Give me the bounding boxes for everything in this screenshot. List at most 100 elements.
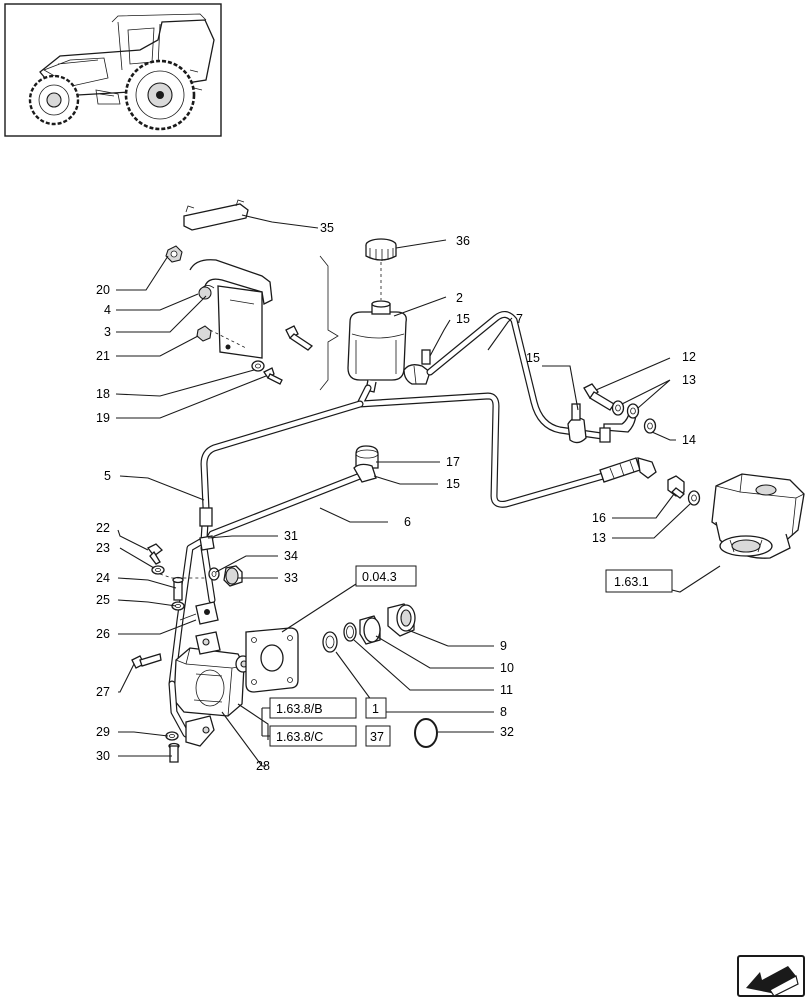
hose-clamp: [567, 403, 587, 444]
sealing-washer: [626, 403, 640, 419]
callout-labels: 35 36 2 15 7 15 12 13 14 17 15 6 16 13 2…: [96, 221, 696, 773]
callout-27: 27: [96, 685, 110, 699]
leader-lines: [115, 214, 721, 767]
callout-24: 24: [96, 571, 110, 585]
svg-text:1.63.8/B: 1.63.8/B: [276, 702, 323, 716]
nut-part: [196, 325, 212, 342]
hydraulic-pump: [173, 631, 251, 717]
elbow-fitting: [599, 409, 637, 443]
hose-end: [599, 457, 657, 483]
callout-32: 32: [500, 725, 514, 739]
callout-3: 3: [104, 325, 111, 339]
sealing-washer: [208, 567, 220, 581]
pressure-pipe: [356, 384, 644, 508]
callout-5: 5: [104, 469, 111, 483]
callout-33: 33: [284, 571, 298, 585]
callout-30: 30: [96, 749, 110, 763]
plug-part: [223, 565, 243, 587]
callout-28: 28: [256, 759, 270, 773]
adapter-fitting: [667, 475, 685, 499]
callout-34: 34: [284, 549, 298, 563]
callout-35: 35: [320, 221, 334, 235]
callout-26: 26: [96, 627, 110, 641]
ref-box-1-63-8-c[interactable]: 1.63.8/C 37: [269, 725, 391, 747]
next-page-arrow-icon[interactable]: [737, 955, 805, 997]
o-ring: [414, 718, 438, 748]
washer-part: [251, 360, 265, 372]
return-pipe: [426, 311, 606, 440]
callout-25: 25: [96, 593, 110, 607]
callout-36: 36: [456, 234, 470, 248]
callout-8: 8: [500, 705, 507, 719]
callout-13: 13: [592, 531, 606, 545]
bolt-part: [147, 543, 163, 565]
hose-nut: [387, 603, 416, 637]
callout-20: 20: [96, 283, 110, 297]
nut-part: [165, 245, 183, 263]
bracket-part: [183, 199, 249, 231]
callout-17: 17: [446, 455, 460, 469]
steering-unit: [711, 473, 805, 559]
bolt-part: [263, 367, 283, 385]
callout-2: 2: [456, 291, 463, 305]
svg-text:0.04.3: 0.04.3: [362, 570, 397, 584]
hose-clamp: [403, 349, 431, 385]
callout-11: 11: [500, 683, 513, 697]
callout-31: 31: [284, 529, 298, 543]
reservoir-bracket: [189, 259, 273, 359]
sealing-washer: [171, 601, 185, 611]
callout-9: 9: [500, 639, 507, 653]
callout-15: 15: [446, 477, 460, 491]
callout-13: 13: [682, 373, 696, 387]
svg-text:37: 37: [370, 730, 384, 744]
callout-leaders-short: [448, 645, 494, 713]
callout-12: 12: [682, 350, 696, 364]
sealing-washer: [687, 490, 701, 506]
sealing-washer: [643, 418, 657, 434]
callout-21: 21: [96, 349, 110, 363]
seal-ring: [322, 631, 338, 653]
ref-box-connector: [261, 707, 270, 737]
fitting-part: [353, 445, 379, 483]
tractor-thumbnail-icon: [4, 3, 222, 137]
callout-18: 18: [96, 387, 110, 401]
callout-10: 10: [500, 661, 514, 675]
callout-6: 6: [404, 515, 411, 529]
svg-text:1.63.8/C: 1.63.8/C: [276, 730, 323, 744]
suction-pipe: [168, 400, 364, 688]
callout-23: 23: [96, 541, 110, 555]
union-fitting: [199, 535, 215, 551]
suction-elbow: [168, 680, 215, 747]
sealing-washer: [151, 565, 165, 575]
callout-4: 4: [104, 303, 111, 317]
banjo-bolt: [583, 383, 615, 411]
callout-15: 15: [526, 351, 540, 365]
bolt-part: [285, 325, 314, 351]
reservoir-cap: [365, 238, 397, 300]
ref-box-0-04-3[interactable]: 0.04.3: [355, 565, 417, 587]
gasket-plate: [245, 627, 299, 693]
callout-15: 15: [456, 312, 470, 326]
o-ring: [343, 622, 357, 642]
callout-7: 7: [516, 312, 523, 326]
callout-22: 22: [96, 521, 110, 535]
bolt-part: [172, 576, 184, 601]
callout-14: 14: [682, 433, 696, 447]
ref-box-1-63-1[interactable]: 1.63.1: [605, 569, 673, 593]
svg-text:1: 1: [372, 702, 379, 716]
assembly-brace: [319, 255, 339, 391]
alignment-line: [159, 573, 206, 579]
sealing-washer: [611, 400, 625, 416]
bolt-part: [168, 742, 180, 763]
sealing-washer: [165, 731, 179, 741]
ref-box-1-63-8-b[interactable]: 1.63.8/B 1: [269, 697, 387, 719]
callout-16: 16: [592, 511, 606, 525]
callout-29: 29: [96, 725, 110, 739]
adapter-fitting: [359, 615, 381, 645]
svg-text:1.63.1: 1.63.1: [614, 575, 649, 589]
callout-19: 19: [96, 411, 110, 425]
pipe-clamp: [179, 601, 219, 625]
bolt-part: [131, 653, 162, 669]
